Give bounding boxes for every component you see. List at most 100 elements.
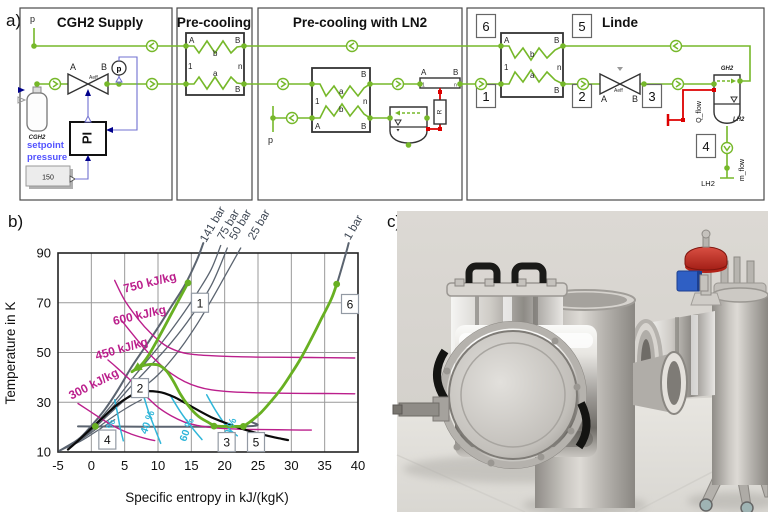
q-flow-branch: Q_flow [666, 88, 716, 126]
ln2-hx: B a 1 n b A B [309, 67, 373, 133]
setpoint-value-box: 150 [25, 165, 76, 189]
supply-flow-icon-6 [576, 77, 590, 91]
supply-flow-icon-5-chevron [478, 80, 485, 88]
valve-port-a-label: A [70, 62, 76, 72]
pi-label: PI [79, 132, 94, 144]
top-flange-band [446, 282, 568, 297]
tag-1: 1 [482, 89, 489, 104]
jt-valve-aeff: Aeff [614, 88, 623, 94]
state-tags: 6 5 1 2 3 4 [475, 13, 717, 159]
supply-flow-icon-5-ring [474, 77, 488, 91]
ln2hx-node-1: 1 [422, 83, 425, 89]
process-state-dot [184, 279, 192, 287]
cgh2-supply-section: p CGH2 A B Aeff [17, 14, 138, 189]
hx1-port-b-top: B [235, 36, 240, 45]
supply-flow-icon-3 [276, 77, 290, 91]
gh2-label: GH2 [721, 66, 734, 72]
supply-flow-icon-5 [474, 77, 488, 91]
hx2-port-b-top: B [361, 70, 366, 79]
regulator-dome-icon [684, 246, 728, 271]
pi-controller: PI [69, 121, 107, 156]
return-flow-icon-2 [345, 39, 359, 53]
isenthalp-label-600-kJ/kg: 600 kJ/kg [112, 302, 168, 328]
black-handle [511, 262, 547, 283]
quality-label-40-%: 40 % [138, 408, 158, 435]
jt-valve-a: A [601, 94, 607, 104]
state-box-1 [190, 292, 210, 313]
hx2-port-b-bottom: B [361, 122, 366, 131]
linde-section: 6 5 1 2 3 4 A B b 1 n [475, 13, 746, 188]
x-tick-label: 5 [121, 458, 128, 473]
top-pipe [746, 260, 755, 286]
state-number-4: 4 [104, 433, 111, 447]
x-tick-label: -5 [52, 458, 64, 473]
x-tick-label: 40 [351, 458, 365, 473]
hx3-port-a: A [504, 36, 510, 45]
tag-3: 3 [648, 89, 655, 104]
hx1-port-a: A [189, 36, 195, 45]
y-tick-label: 70 [37, 295, 51, 310]
process-state-dot [333, 280, 341, 288]
tag-6: 6 [482, 19, 489, 34]
supply-flow-icon-6-ring [576, 77, 590, 91]
jt-valve: A B Aeff [599, 67, 641, 104]
state-box-4 [98, 429, 117, 450]
panel-a-label: a) [6, 11, 21, 30]
setpoint-label-2: pressure [27, 152, 67, 163]
top-pipe [733, 256, 741, 286]
caster-wheel [699, 498, 713, 512]
panel-b-label: b) [8, 212, 23, 231]
top-pressure-sensor-label: p [30, 14, 35, 24]
vessel-foreground [392, 262, 597, 469]
panel-a-process-diagram: a) CGH2 Supply Pre-cooling Pre-cooling w… [0, 0, 768, 205]
gas-cylinder: CGH2 [17, 86, 48, 141]
dashed-arrow-icon [395, 110, 400, 116]
hx1-node-1: 1 [188, 62, 193, 71]
lh2-vessel-label: LH2 [733, 117, 745, 123]
y-tick-label: 50 [37, 345, 51, 360]
supply-flow-icon-2-chevron [149, 80, 156, 88]
supply-flow-icon-4 [391, 77, 405, 91]
separator-level-icon [730, 96, 738, 103]
hx2-channel-a: a [339, 87, 344, 96]
end-cap-flange [439, 321, 587, 469]
state-box-3 [217, 431, 236, 453]
x-tick-label: 25 [251, 458, 265, 473]
setpoint-arrow-icon [85, 155, 91, 161]
supply-flow-icon-7 [671, 77, 685, 91]
supply-flow-icon-1 [48, 77, 62, 91]
hx3-channel-b: b [530, 50, 535, 59]
section-title-linde: Linde [602, 15, 638, 30]
y-axis-label: Temperature in K [3, 302, 18, 405]
return-flow-icon-1-ring [145, 39, 159, 53]
supply-flow-icon-6-chevron [580, 80, 587, 88]
section-title-precooling-ln2: Pre-cooling with LN2 [293, 15, 427, 30]
x-tick-label: 10 [151, 458, 165, 473]
inlet-arrow-icon [18, 87, 25, 93]
resistor-label: R [437, 109, 444, 114]
supply-flow-icon-4-chevron [395, 80, 402, 88]
setpoint-value: 150 [42, 175, 54, 182]
hx3-channel-a: a [530, 71, 535, 80]
ln2hx-port-a: A [421, 68, 427, 77]
phase-separator: GH2 LH2 [711, 66, 745, 124]
x-tick-label: 15 [184, 458, 198, 473]
process-segment-evaporation-heatup [241, 282, 339, 428]
return-flow-icon-3-ring [669, 39, 683, 53]
liquid-level-icon [394, 119, 402, 126]
y-tick-label: 30 [37, 395, 51, 410]
ln2-flow-icon [285, 111, 299, 125]
state-number-3: 3 [223, 436, 230, 450]
front-shaft [392, 396, 450, 422]
process-state-dot [210, 422, 218, 430]
ln2-pressure-label: p [268, 135, 273, 145]
liquid-level2-icon [396, 129, 400, 132]
m-flow-label: m_flow [739, 158, 746, 181]
hx2-node-n: n [363, 97, 367, 106]
section-title-cgh2-supply: CGH2 Supply [57, 15, 144, 30]
return-flow-icon-2-ring [345, 39, 359, 53]
black-handle [465, 262, 501, 283]
